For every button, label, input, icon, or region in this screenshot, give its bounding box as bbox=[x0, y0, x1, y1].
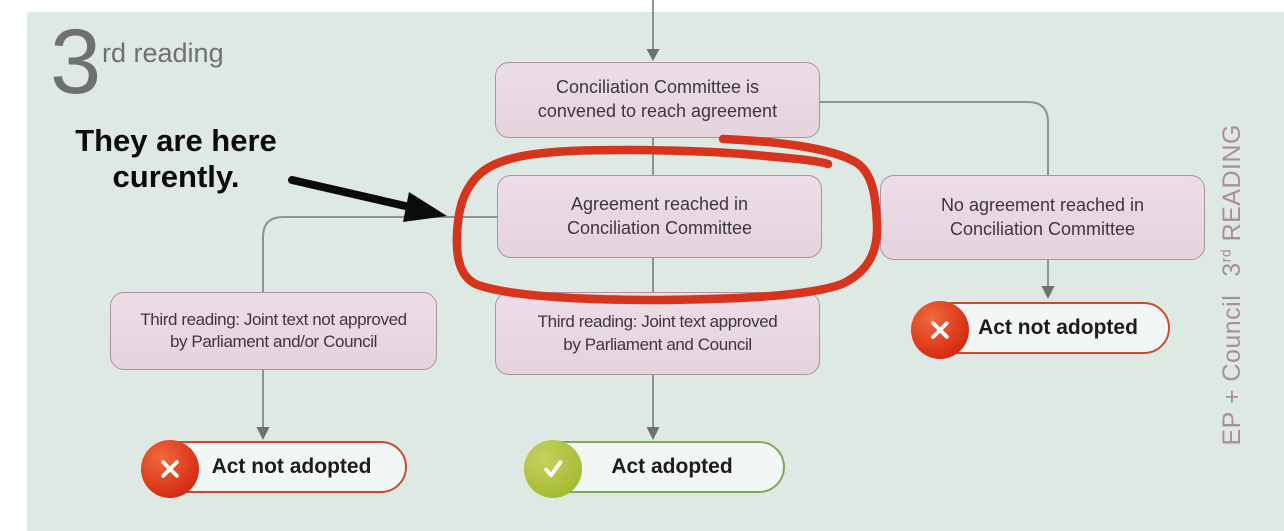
node-no-agreement: No agreement reached in Conciliation Com… bbox=[880, 175, 1205, 260]
node-conciliation-convened: Conciliation Committee is convened to re… bbox=[495, 62, 820, 138]
stage-number: 3 bbox=[50, 11, 101, 113]
side-label: EP + Council3rd READING bbox=[1217, 124, 1246, 446]
cross-icon bbox=[911, 301, 969, 359]
outcome-act-adopted: Act adopted bbox=[524, 440, 785, 498]
outcome-act-not-adopted-left: Act not adopted bbox=[141, 440, 407, 498]
stage-suffix: rd reading bbox=[102, 38, 224, 68]
node-agreement-reached: Agreement reached in Conciliation Commit… bbox=[497, 175, 822, 258]
outcome-label: Act not adopted bbox=[211, 455, 372, 478]
outcome-label: Act not adopted bbox=[978, 316, 1138, 339]
node-joint-text-not-approved: Third reading: Joint text not approved b… bbox=[110, 292, 437, 370]
check-icon bbox=[524, 440, 582, 498]
annotation-text: They are here curently. bbox=[75, 123, 277, 194]
outcome-label: Act adopted bbox=[611, 455, 733, 478]
cross-icon bbox=[141, 440, 199, 498]
outcome-act-not-adopted-right: Act not adopted bbox=[911, 301, 1170, 359]
node-joint-text-approved: Third reading: Joint text approved by Pa… bbox=[495, 292, 820, 375]
stage-title: 3 rd reading bbox=[50, 16, 224, 108]
